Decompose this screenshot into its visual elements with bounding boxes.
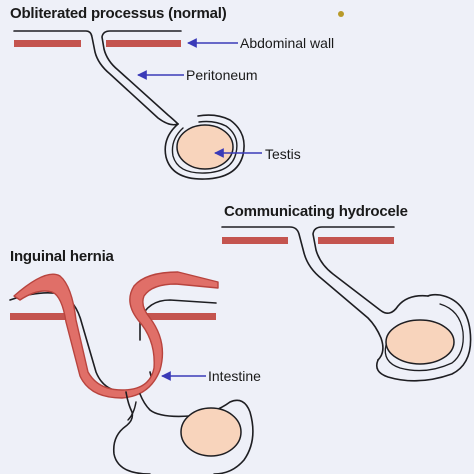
- abdominal-wall-right-hydrocele: [318, 237, 394, 244]
- title-inguinal-hernia: Inguinal hernia: [10, 248, 114, 265]
- label-abdominal-wall: Abdominal wall: [240, 35, 335, 51]
- peritoneum-inner-line: [101, 30, 182, 125]
- abdominal-wall-left-hydrocele: [222, 237, 288, 244]
- testis-hydrocele: [385, 319, 455, 365]
- speck-mark: [338, 11, 344, 17]
- abdominal-wall-left: [14, 40, 81, 47]
- tunica-vaginalis-normal: [164, 114, 245, 180]
- testis-normal: [176, 124, 234, 170]
- abdominal-wall-right: [106, 40, 181, 47]
- hydrocele-sac-inner: [384, 303, 464, 372]
- hernia-cord-right: [139, 393, 254, 474]
- title-obliterated-processus: Obliterated processus (normal): [10, 5, 227, 22]
- testis-hernia: [180, 407, 242, 457]
- hernia-panel: [9, 271, 254, 474]
- abdominal-wall-right-hernia: [146, 313, 216, 320]
- hydrocele-sac: [375, 293, 472, 382]
- label-testis: Testis: [265, 146, 301, 162]
- label-peritoneum: Peritoneum: [186, 67, 258, 83]
- peritoneum-outer-line: [13, 30, 179, 126]
- tunica-vaginalis-normal-inner: [171, 120, 238, 174]
- label-intestine: Intestine: [208, 368, 261, 384]
- title-communicating-hydrocele: Communicating hydrocele: [224, 203, 408, 220]
- processus-inner-line: [312, 226, 429, 314]
- hydrocele-panel: [221, 226, 472, 382]
- hernia-cord-inner: [127, 401, 137, 421]
- intestine-loop: [13, 271, 219, 399]
- hernia-cord-left: [112, 391, 151, 474]
- abdominal-wall-left-hernia: [10, 313, 66, 320]
- normal-panel: [13, 30, 262, 180]
- processus-outer-line: [221, 226, 384, 361]
